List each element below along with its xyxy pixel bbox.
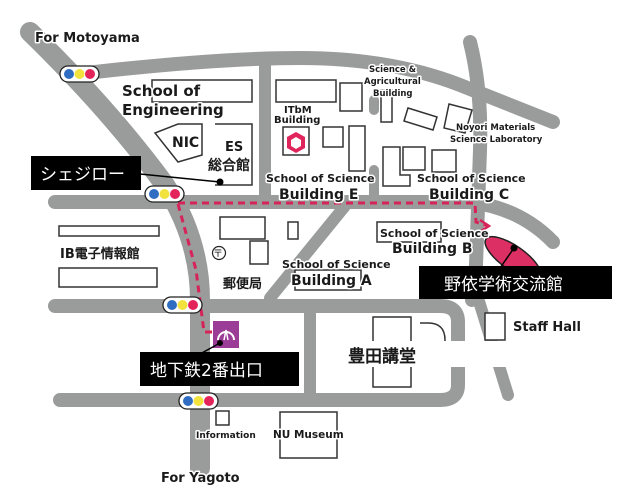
label-post-office: 郵便局: [223, 276, 262, 292]
sci-a-building: [294, 269, 362, 291]
building-outlines: [58, 79, 506, 459]
direction-north: For Motoyama: [35, 31, 140, 46]
ib-building: [58, 225, 160, 237]
label-sci-b: School of Science: [380, 227, 489, 240]
label-nic: NIC: [172, 135, 199, 151]
label-ib: IB電子情報館: [60, 246, 140, 262]
diagonal-lane: [264, 200, 351, 304]
information-building: [215, 410, 230, 426]
sci-c-building: [431, 149, 457, 173]
leader-line: [139, 173, 221, 183]
engineering-building: [151, 79, 253, 103]
map-labels: For Motoyama For Yagoto School of Engine…: [34, 30, 583, 488]
sci-e-annex: [219, 216, 266, 240]
label-sci-e: School of Science: [266, 172, 375, 185]
callout-subway-exit[interactable]: 地下鉄2番出口: [140, 352, 299, 386]
label-itbm: ITbM: [284, 105, 312, 116]
sci-c-building: [382, 146, 411, 187]
callout-subway-label: 地下鉄2番出口: [150, 361, 263, 381]
building-block: [348, 125, 366, 172]
noyori-building: [443, 103, 473, 134]
route-segment: [178, 201, 489, 228]
agricultural-building: [380, 89, 393, 123]
traffic-signals: [59, 65, 219, 410]
label-es: 総合館: [208, 157, 250, 174]
label-staff-hall: Staff Hall: [513, 320, 581, 335]
label-sci-a: School of Science: [282, 258, 391, 271]
building-block: [249, 240, 269, 265]
ib-building-south: [58, 267, 158, 288]
label-information: Information: [196, 431, 256, 441]
post-symbol: 〒: [213, 249, 223, 260]
traffic-signal-icon: [144, 185, 185, 203]
sci-b-building: [376, 221, 442, 243]
label-sci-a: Building A: [291, 273, 372, 289]
building-block: [339, 82, 363, 112]
label-itbm: Building: [274, 115, 320, 126]
traffic-signal-icon: [59, 65, 100, 83]
label-sci-b: Building B: [392, 241, 473, 257]
callout-destination-label: 野依学術交流館: [444, 275, 563, 295]
label-noyori: Science Laboratory: [450, 135, 543, 145]
east-road: [463, 35, 488, 307]
north-building: [275, 79, 337, 103]
direction-south: For Yagoto: [161, 471, 240, 486]
label-toyoda: 豊田講堂: [348, 346, 416, 367]
nic-building: [153, 123, 203, 163]
itbm-logo-icon: [287, 132, 305, 153]
route-arrow-icon: [479, 218, 492, 233]
north-road: [88, 51, 560, 129]
building-block: [287, 221, 299, 240]
label-agricultural: Building: [373, 89, 413, 99]
callout-destination[interactable]: 野依学術交流館: [419, 266, 612, 299]
building-block: [403, 107, 438, 131]
post-office-icon: [211, 245, 227, 261]
callout-cafeteria[interactable]: シェジロー: [31, 156, 141, 190]
callout-cafeteria-label: シェジロー: [40, 165, 125, 185]
sci-c-building: [402, 146, 426, 171]
staff-hall-building: [484, 312, 506, 341]
label-engineering: School of: [122, 82, 201, 100]
leader-line: [499, 247, 515, 269]
label-sci-c: Building C: [429, 187, 509, 203]
label-sci-e: Building E: [279, 187, 358, 203]
label-agricultural: Agricultural: [364, 77, 421, 87]
label-backdrop: [340, 341, 512, 367]
label-agricultural: Science &: [369, 65, 417, 75]
traffic-signal-icon: [162, 296, 203, 314]
subway-icon[interactable]: [199, 321, 239, 355]
label-sci-c: School of Science: [417, 172, 526, 185]
museum-building: [279, 411, 338, 459]
label-noyori: Noyori Materials: [456, 123, 535, 133]
es-building: [215, 123, 253, 186]
label-museum: NU Museum: [273, 429, 344, 441]
traffic-signal-icon: [178, 392, 219, 410]
label-engineering: Engineering: [122, 101, 224, 119]
building-block: [322, 126, 344, 148]
label-es: ES: [225, 140, 243, 155]
